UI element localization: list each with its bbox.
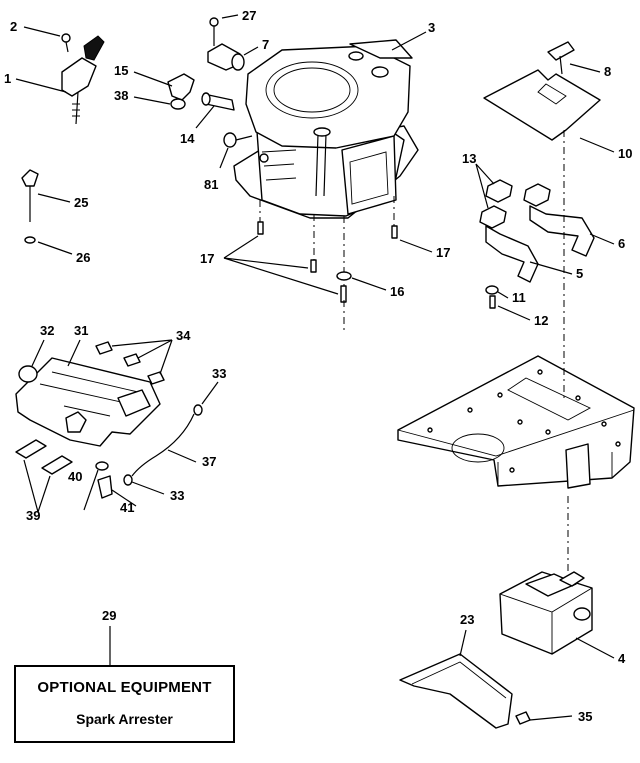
spark-arrester-label: Spark Arrester (76, 711, 173, 727)
callout-1: 1 (4, 71, 11, 86)
callout-27: 27 (242, 8, 256, 23)
callout-5: 5 (576, 266, 583, 281)
callout-38: 38 (114, 88, 128, 103)
clamp-part (207, 17, 245, 71)
base-plate-assembly-part (15, 341, 165, 447)
fitting-parts (167, 73, 253, 148)
callout-32: 32 (40, 323, 54, 338)
spacer-parts (15, 439, 113, 499)
fuel-line-part (123, 404, 203, 486)
callout-15: 15 (114, 63, 128, 78)
callout-4: 4 (618, 651, 626, 666)
callout-29: 29 (102, 608, 116, 623)
callout-2: 2 (10, 19, 17, 34)
callout-10: 10 (618, 146, 632, 161)
callout-8: 8 (604, 64, 611, 79)
callout-33-top: 33 (212, 366, 226, 381)
callout-23: 23 (460, 612, 474, 627)
callout-17-right: 17 (436, 245, 450, 260)
heat-shield-part (483, 41, 601, 141)
callout-7: 7 (262, 37, 269, 52)
engine-bolt-parts (257, 221, 398, 303)
callout-35: 35 (578, 709, 592, 724)
callout-17-left: 17 (200, 251, 214, 266)
callout-14: 14 (180, 131, 195, 146)
callout-41: 41 (120, 500, 134, 515)
callout-13: 13 (462, 151, 476, 166)
callout-39: 39 (26, 508, 40, 523)
callout-37: 37 (202, 454, 216, 469)
callout-25: 25 (74, 195, 88, 210)
throttle-control-part (61, 33, 105, 125)
callout-81: 81 (204, 177, 218, 192)
muffler-part (499, 496, 593, 655)
callout-12: 12 (534, 313, 548, 328)
exhaust-pipe-parts (479, 179, 595, 309)
callout-26: 26 (76, 250, 90, 265)
optional-equipment-box: OPTIONAL EQUIPMENT Spark Arrester (14, 665, 235, 743)
callout-31: 31 (74, 323, 88, 338)
callout-40: 40 (68, 469, 82, 484)
optional-equipment-title: OPTIONAL EQUIPMENT (37, 679, 212, 696)
callout-34: 34 (176, 328, 191, 343)
callout-11: 11 (512, 290, 526, 305)
callout-6: 6 (618, 236, 625, 251)
spark-arrester-guard-part (399, 653, 531, 729)
callout-33-bottom: 33 (170, 488, 184, 503)
callout-16: 16 (390, 284, 404, 299)
engine-part (233, 39, 419, 219)
callout-3: 3 (428, 20, 435, 35)
engine-mount-plate-part (397, 355, 635, 489)
dipstick-part (21, 169, 39, 244)
